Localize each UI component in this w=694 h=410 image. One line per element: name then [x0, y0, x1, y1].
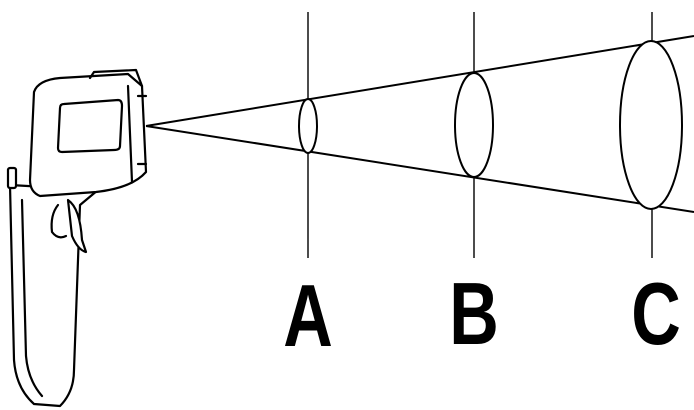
spot-ellipse-b: [454, 72, 494, 178]
label-a: A: [283, 267, 333, 365]
label-b: B: [449, 265, 499, 363]
infrared-thermometer-icon: [6, 68, 148, 408]
spot-ellipse-a: [298, 98, 318, 154]
beam-upper-line: [145, 35, 694, 127]
label-c: C: [631, 265, 681, 363]
beam-cone: [145, 35, 694, 213]
beam-lower-line: [145, 125, 694, 213]
spot-ellipse-c: [619, 40, 683, 210]
